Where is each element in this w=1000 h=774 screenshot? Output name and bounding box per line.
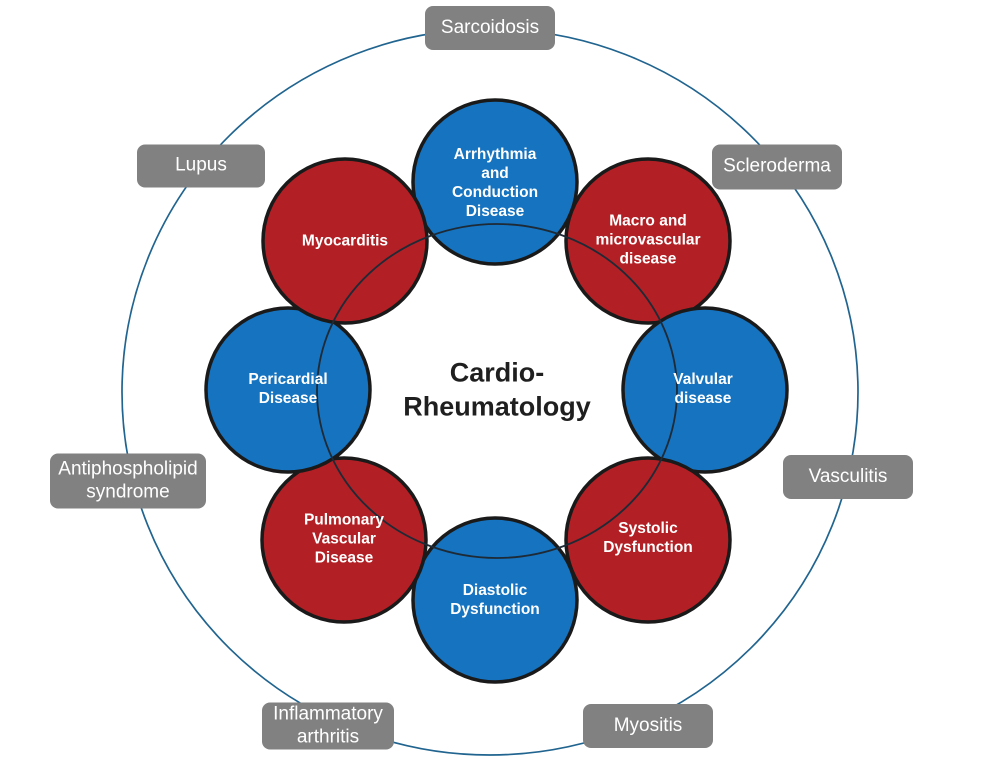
inner-ring: [316, 223, 678, 559]
outer-label-sarcoidosis: Sarcoidosis: [425, 6, 555, 50]
node-circle-macro-microvascular: [564, 157, 732, 325]
node-circle-arrhythmia: [411, 98, 579, 266]
node-circle-diastolic: [411, 516, 579, 684]
outer-label-inflammatory-arthritis: Inflammatory arthritis: [262, 702, 394, 750]
diagram-title: Cardio- Rheumatology: [403, 357, 591, 421]
node-circle-myocarditis: [261, 157, 429, 325]
node-circle-pulmonary-vascular: [260, 456, 428, 624]
outer-label-antiphospholipid-syndrome: Antiphospholipid syndrome: [50, 453, 206, 509]
node-circle-valvular: [621, 306, 789, 474]
outer-label-vasculitis: Vasculitis: [783, 455, 913, 499]
outer-label-myositis: Myositis: [583, 704, 713, 748]
outer-label-scleroderma: Scleroderma: [712, 144, 842, 190]
node-circle-pericardial: [204, 306, 372, 474]
outer-label-lupus: Lupus: [137, 144, 265, 188]
node-circle-systolic: [564, 456, 732, 624]
